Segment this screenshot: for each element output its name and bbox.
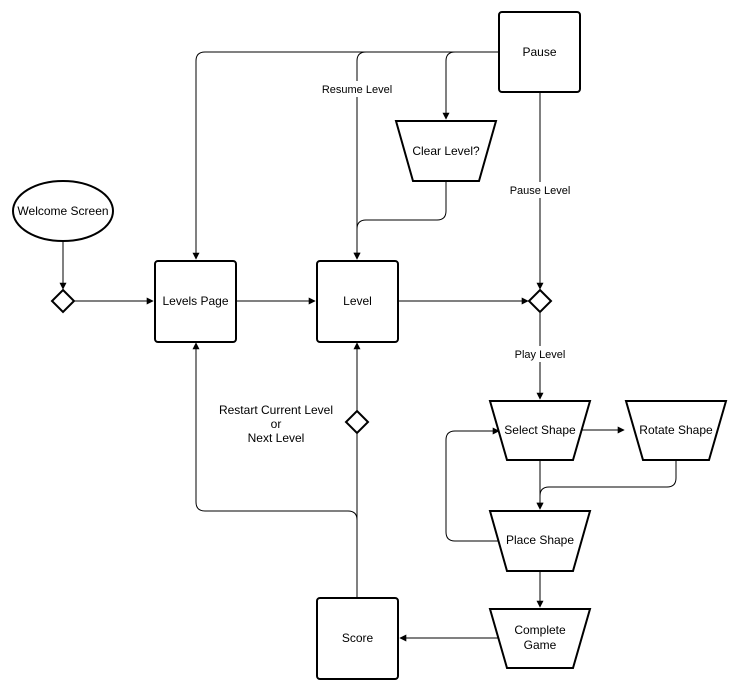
pause-label: Pause bbox=[522, 45, 556, 59]
edge-place-to-select bbox=[445, 427, 505, 542]
edge-pause-to-levels-page bbox=[192, 51, 499, 260]
clear-level-label: Clear Level? bbox=[412, 144, 480, 158]
edge-label-play-level: Play Level bbox=[515, 349, 566, 361]
edge-pause-to-clear-level bbox=[442, 51, 499, 120]
node-welcome-screen: Welcome Screen bbox=[12, 180, 114, 242]
edge-label-restart-line1: Restart Current Level bbox=[219, 403, 333, 417]
node-select-shape: Select Shape bbox=[488, 400, 592, 461]
complete-game-label-line1: Complete bbox=[514, 623, 566, 637]
level-label: Level bbox=[343, 294, 372, 308]
score-label: Score bbox=[342, 631, 374, 645]
node-pause: Pause bbox=[498, 11, 581, 93]
node-rotate-shape: Rotate Shape bbox=[624, 400, 728, 461]
node-place-shape: Place Shape bbox=[488, 510, 592, 572]
rotate-shape-label: Rotate Shape bbox=[639, 423, 713, 437]
select-shape-label: Select Shape bbox=[504, 423, 576, 437]
decision-diamond-entry bbox=[50, 288, 76, 314]
edge-score-to-levels-page bbox=[192, 342, 358, 521]
decision-diamond-play bbox=[527, 288, 553, 314]
edge-label-resume-level: Resume Level bbox=[322, 84, 392, 96]
edge-pause-to-level bbox=[353, 51, 499, 260]
decision-diamond-restart bbox=[344, 409, 370, 435]
edge-label-pause-level: Pause Level bbox=[510, 185, 571, 197]
node-clear-level: Clear Level? bbox=[394, 120, 498, 182]
place-shape-label: Place Shape bbox=[506, 533, 574, 547]
edge-label-restart-line2: or bbox=[271, 417, 282, 431]
welcome-screen-label: Welcome Screen bbox=[17, 204, 108, 218]
node-complete-game: Complete Game bbox=[488, 608, 592, 669]
node-level: Level bbox=[316, 260, 399, 343]
node-levels-page: Levels Page bbox=[154, 260, 237, 343]
complete-game-label-line2: Game bbox=[524, 638, 557, 652]
edge-rotate-to-place bbox=[536, 460, 677, 510]
edge-clear-level-to-level bbox=[353, 182, 447, 260]
levels-page-label: Levels Page bbox=[162, 294, 228, 308]
node-score: Score bbox=[316, 597, 399, 680]
edge-label-restart-line3: Next Level bbox=[248, 431, 305, 445]
